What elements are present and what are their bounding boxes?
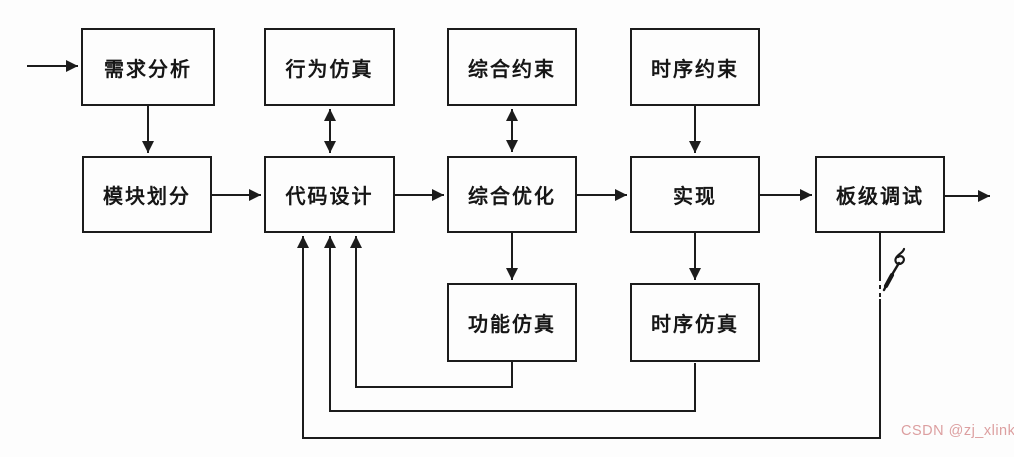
node-board-debug: 板级调试 (815, 156, 945, 233)
node-synthesis-constraints: 综合约束 (447, 28, 577, 106)
node-timing-simulation: 时序仿真 (630, 283, 760, 362)
node-timing-constraints-label: 时序约束 (651, 58, 739, 81)
feedback-board-debug-to-code-design (297, 236, 881, 439)
csdn-watermark: CSDN @zj_xlink (901, 423, 1014, 439)
feedback-functional-sim-to-code-design (350, 236, 513, 388)
feedback-timing-sim-to-code-design (324, 236, 696, 412)
node-module-partition: 模块划分 (82, 156, 212, 233)
node-timing-simulation-label: 时序仿真 (651, 314, 739, 336)
node-functional-simulation-label: 功能仿真 (468, 314, 556, 336)
node-functional-simulation: 功能仿真 (447, 283, 577, 362)
node-implementation: 实现 (630, 156, 760, 233)
node-synthesis-optimization-label: 综合优化 (468, 186, 556, 208)
node-board-debug-label: 板级调试 (836, 186, 924, 208)
node-requirements-analysis: 需求分析 (81, 28, 215, 106)
node-behavioral-simulation-label: 行为仿真 (285, 58, 374, 81)
node-synthesis-optimization: 综合优化 (447, 156, 577, 233)
ink-scribble (882, 247, 906, 292)
node-module-partition-label: 模块划分 (103, 186, 191, 208)
node-code-design-label: 代码设计 (285, 186, 374, 208)
node-synthesis-constraints-label: 综合约束 (468, 58, 556, 81)
node-timing-constraints: 时序约束 (630, 28, 760, 106)
node-behavioral-simulation: 行为仿真 (264, 28, 395, 106)
node-code-design: 代码设计 (264, 156, 395, 233)
node-requirements-analysis-label: 需求分析 (104, 58, 192, 81)
node-implementation-label: 实现 (673, 186, 717, 208)
